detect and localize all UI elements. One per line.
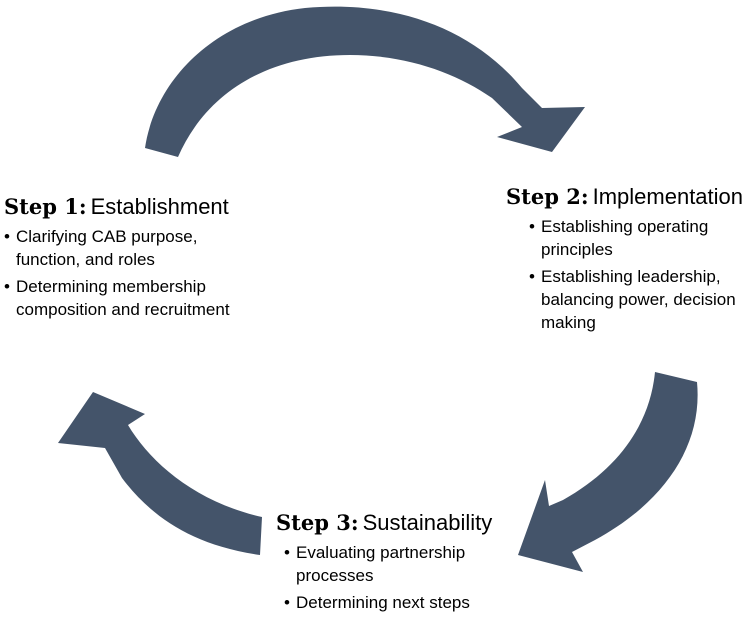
step-1-bullet: Clarifying CAB purpose, function, and ro… — [4, 225, 244, 271]
step-2-bullet: Establishing leadership, balancing power… — [529, 265, 752, 334]
step-3-bullet: Determining next steps — [284, 591, 526, 614]
arrow-step1-to-step2 — [145, 6, 585, 157]
step-3-bullet: Evaluating partnership processes — [284, 541, 526, 587]
step-2-heading: Step 2: Implementation — [506, 184, 752, 209]
step-2-name: Implementation — [592, 184, 744, 209]
arrow-step2-to-step3 — [518, 372, 698, 572]
step-1-bullet-list: Clarifying CAB purpose, function, and ro… — [4, 225, 244, 321]
step-2-block: Step 2: Implementation Establishing oper… — [506, 184, 752, 338]
step-3-number: Step 3: — [276, 510, 359, 535]
step-3-heading: Step 3: Sustainability — [276, 510, 526, 535]
step-2-bullet: Establishing operating principles — [529, 215, 752, 261]
step-3-name: Sustainability — [362, 510, 493, 535]
arrow-step3-to-step1 — [58, 392, 262, 555]
step-3-block: Step 3: Sustainability Evaluating partne… — [276, 510, 526, 618]
step-1-number: Step 1: — [4, 194, 87, 219]
step-1-bullet: Determining membership composition and r… — [4, 275, 244, 321]
step-2-bullet-list: Establishing operating principles Establ… — [529, 215, 752, 334]
step-1-block: Step 1: Establishment Clarifying CAB pur… — [4, 194, 244, 325]
step-2-number: Step 2: — [506, 184, 589, 209]
step-1-name: Establishment — [90, 194, 229, 219]
step-1-heading: Step 1: Establishment — [4, 194, 244, 219]
step-3-bullet-list: Evaluating partnership processes Determi… — [284, 541, 526, 614]
